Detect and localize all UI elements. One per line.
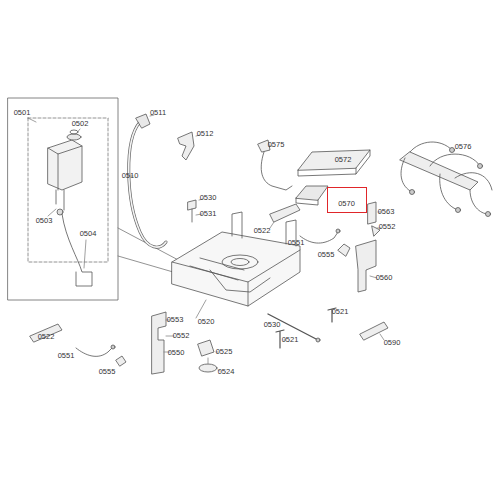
callout-number: 0551: [57, 352, 76, 360]
callout-number: 0531: [199, 210, 218, 218]
callout-number: 0511: [149, 109, 167, 117]
callout-number: 0522: [37, 333, 56, 341]
callout-number: 0520: [197, 318, 216, 326]
callout-number: 0560: [375, 274, 394, 282]
callout-number: 0504: [79, 230, 98, 238]
callout-number: 0550: [167, 349, 186, 357]
callout-number: 0530: [263, 321, 282, 329]
callout-number: 0552: [172, 332, 191, 340]
callout-number: 0524: [217, 368, 236, 376]
callout-number: 0522: [253, 227, 272, 235]
callout-number: 0563: [377, 208, 396, 216]
callout-number: 0576: [454, 143, 473, 151]
callout-number: 0510: [121, 172, 140, 180]
callout-number: 0530: [199, 194, 218, 202]
callout-number: 0590: [383, 339, 402, 347]
callout-number: 0553: [166, 316, 185, 324]
callout-number: 0521: [331, 308, 350, 316]
callout-number: 0503: [35, 217, 54, 225]
callout-number: 0521: [281, 336, 300, 344]
callout-number: 0555: [317, 251, 336, 259]
callout-number: 0512: [196, 130, 215, 138]
callout-number: 0552: [378, 223, 397, 231]
callout-number: 0502: [71, 120, 90, 128]
callout-number: 0501: [13, 109, 32, 117]
highlight-box: 0570: [327, 187, 367, 213]
callout-number: 0570: [338, 200, 355, 208]
callout-number: 0575: [267, 141, 286, 149]
callout-number: 0572: [334, 156, 353, 164]
callout-number: 0551: [287, 239, 306, 247]
callout-number: 0525: [215, 348, 234, 356]
callout-number: 0555: [98, 368, 117, 376]
